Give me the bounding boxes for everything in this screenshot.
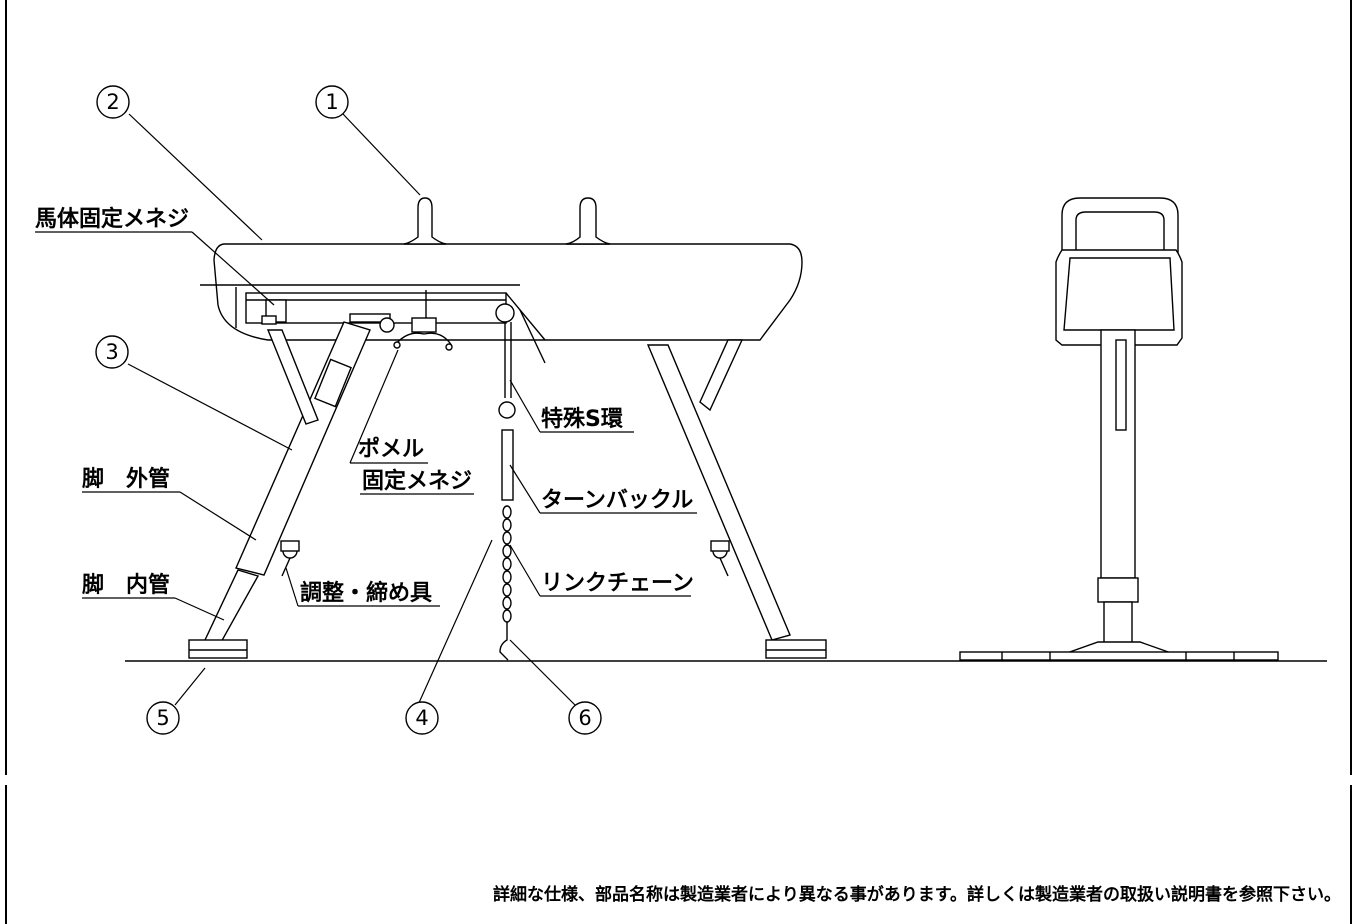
callout-number-4: 4 [415, 706, 428, 730]
leader-lines [35, 113, 697, 706]
floor-hook [499, 622, 509, 661]
foot-pad-left [188, 639, 248, 659]
label-leg-outer: 脚 外管 [82, 466, 170, 492]
link-chain [502, 505, 512, 623]
leg-inner-left [204, 569, 260, 645]
pommel-right [565, 197, 611, 245]
leg-outer-right [646, 344, 791, 641]
callout-2: 2 [96, 85, 130, 119]
callout-number-1: 1 [325, 90, 338, 114]
callout-5: 5 [146, 701, 180, 735]
label-pommel-fix-line1: ポメル [358, 436, 424, 462]
turnbuckle-body [501, 429, 514, 501]
special-s-ring [498, 401, 516, 419]
label-link-chain: リンクチェーン [541, 571, 694, 596]
callout-number-5: 5 [156, 706, 169, 730]
leg-outer-left [235, 321, 371, 576]
callout-number-2: 2 [106, 90, 119, 114]
label-special-s-ring: 特殊S環 [541, 406, 624, 432]
label-adjust-clamp: 調整・締め具 [300, 580, 432, 606]
footnote-text: 詳細な仕様、部品名称は製造業者により異なる事があります。詳しくは製造業者の取扱い… [493, 885, 1341, 905]
label-body-fix-screw: 馬体固定メネジ [35, 206, 189, 232]
sheet-frame [5, 0, 1352, 924]
label-turnbuckle: ターンバックル [541, 488, 693, 513]
callout-6: 6 [568, 701, 602, 735]
pommel-left [403, 197, 447, 245]
callout-1: 1 [315, 85, 349, 119]
label-pommel-fix-line2: 固定メネジ [362, 468, 472, 494]
s-ring-top [495, 303, 515, 323]
callout-4: 4 [405, 701, 439, 735]
callout-number-3: 3 [105, 340, 118, 364]
horse-side-view [188, 197, 827, 661]
horse-front-view [959, 197, 1279, 661]
callout-number-6: 6 [578, 706, 591, 730]
label-leg-inner: 脚 内管 [82, 572, 170, 598]
horse-body [213, 243, 803, 341]
foot-pad-right [765, 639, 827, 659]
callout-3: 3 [95, 335, 129, 369]
